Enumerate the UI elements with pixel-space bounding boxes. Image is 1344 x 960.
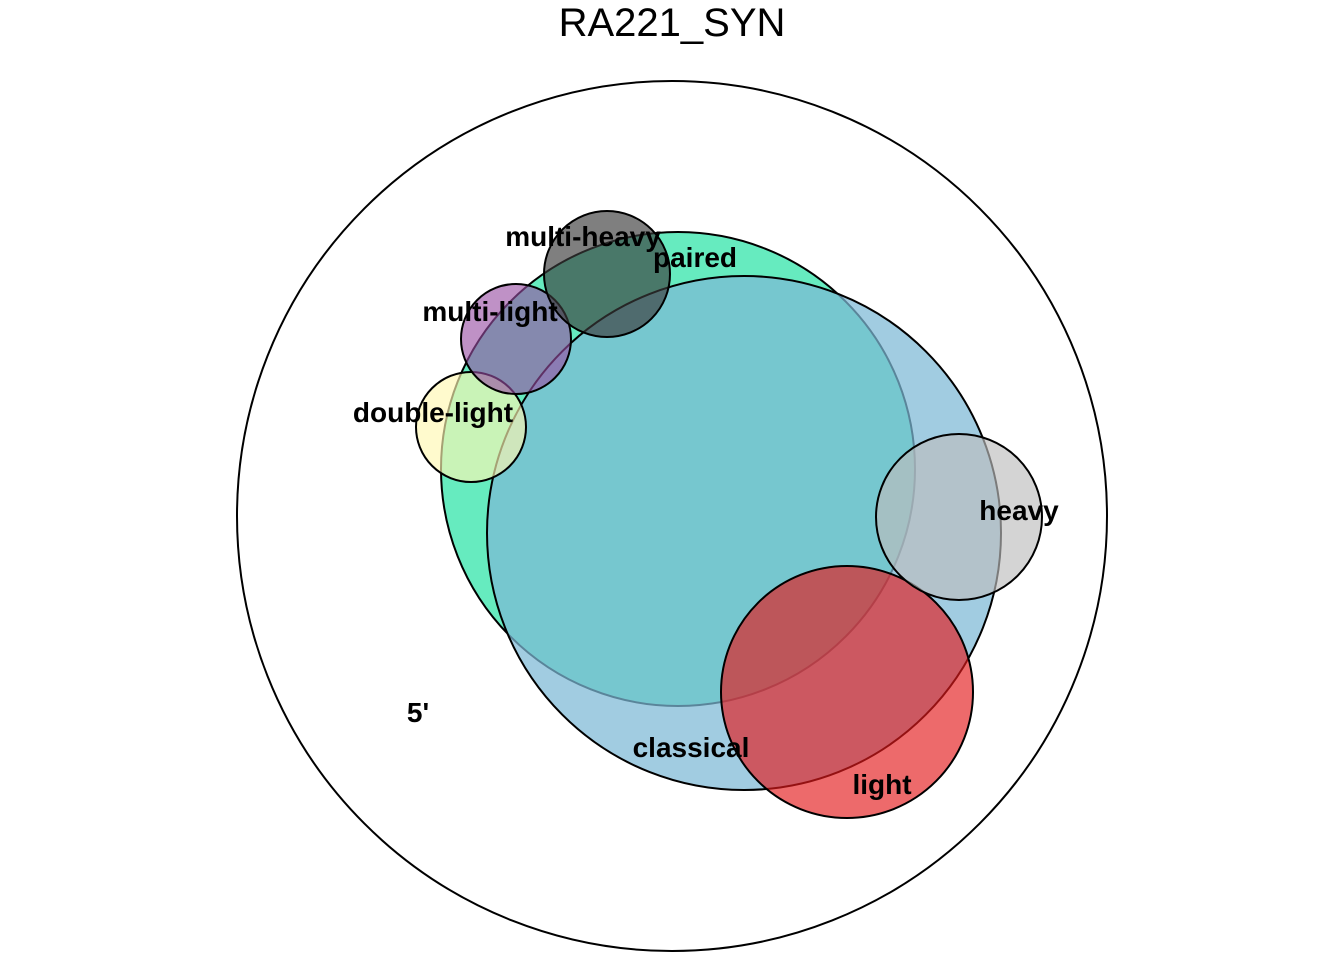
label-classical: classical (633, 732, 750, 763)
set-circle-universe (236, 80, 1108, 952)
label-paired: paired (653, 242, 737, 273)
set-circles (236, 80, 1108, 952)
label-multi-light: multi-light (422, 296, 557, 327)
set-circle-heavy (875, 433, 1043, 601)
diagram-title: RA221_SYN (559, 1, 786, 45)
set-circle-multi-heavy (543, 210, 671, 338)
label-double-light: double-light (353, 397, 513, 428)
set-circle-light (720, 565, 974, 819)
label-heavy: heavy (979, 495, 1059, 526)
label-light: light (852, 769, 911, 800)
label-universe: 5' (407, 697, 429, 728)
set-labels: 5' paired classical light heavy double-l… (353, 221, 1059, 800)
set-circle-multi-light (460, 283, 572, 395)
label-multi-heavy: multi-heavy (505, 221, 661, 252)
